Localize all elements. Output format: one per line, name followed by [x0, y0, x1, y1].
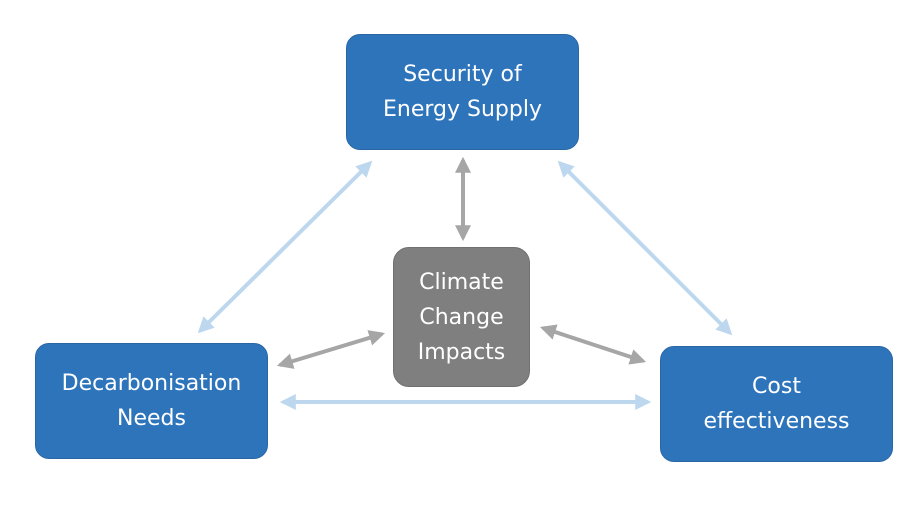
arrow-climate-decarbonisation: [276, 330, 386, 369]
node-cost-effectiveness: Cost effectiveness: [660, 346, 893, 462]
arrow-climate-cost: [539, 324, 647, 365]
arrow-security-decarbonisation: [197, 160, 373, 334]
node-decarbonisation-needs: Decarbonisation Needs: [35, 343, 268, 459]
arrow-security-cost: [557, 160, 733, 336]
node-security-of-energy-supply: Security of Energy Supply: [346, 34, 579, 150]
node-climate-change-impacts: Climate Change Impacts: [393, 247, 530, 387]
